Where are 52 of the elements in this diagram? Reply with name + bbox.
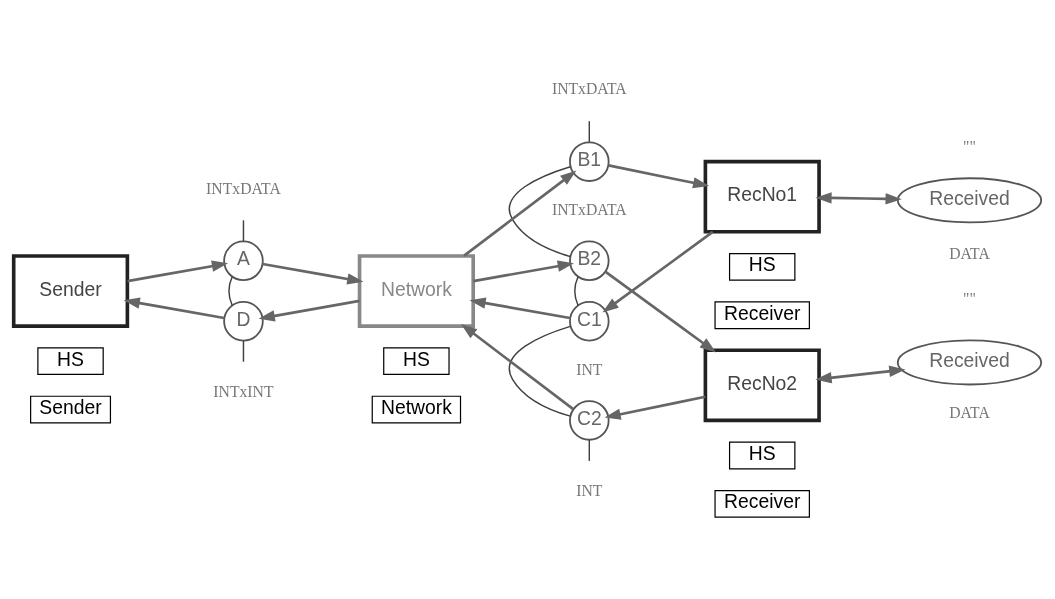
node-circle: C1 <box>569 301 610 342</box>
node-circle: A <box>223 240 264 282</box>
node-label: INTxDATA <box>206 179 281 197</box>
node-box: HS <box>37 347 104 376</box>
node-box: HS <box>383 347 450 376</box>
connector <box>588 120 591 143</box>
connector <box>242 340 245 363</box>
arrow <box>127 260 229 283</box>
node-box: HS <box>728 441 796 470</box>
node-ellipse: Received <box>896 339 1043 386</box>
connector <box>508 325 571 417</box>
node-label: DATA <box>949 404 990 422</box>
node-label: INT <box>576 360 603 378</box>
arrow <box>460 323 574 411</box>
arrow <box>258 299 360 322</box>
node-box: Receiver <box>714 301 810 330</box>
arrow <box>262 262 364 285</box>
connector <box>574 276 579 306</box>
node-circle: B1 <box>569 141 610 182</box>
node-box: Network <box>357 254 476 328</box>
arrow <box>602 230 714 313</box>
arrow <box>469 297 571 320</box>
node-circle: C2 <box>569 400 610 441</box>
arrow <box>815 192 902 205</box>
node-circle: B2 <box>569 240 610 282</box>
node-ellipse: Received <box>896 177 1043 224</box>
node-label: INTxDATA <box>551 80 627 98</box>
arrow <box>604 395 706 420</box>
arrow <box>608 164 710 189</box>
arrow <box>604 270 717 353</box>
connector <box>588 439 591 462</box>
node-circle: D <box>223 301 264 342</box>
node-box: HS <box>728 252 796 281</box>
node-box: Receiver <box>714 489 810 518</box>
node-box: Sender <box>30 395 112 424</box>
node-label: "" <box>963 138 976 156</box>
connector <box>242 219 245 242</box>
arrow <box>123 297 225 320</box>
node-box: RecNo2 <box>703 348 821 423</box>
node-label: INT <box>576 481 603 499</box>
node-label: DATA <box>949 244 990 262</box>
node-box: RecNo1 <box>703 159 821 234</box>
arrow <box>463 170 577 257</box>
node-box: Network <box>371 395 462 424</box>
node-label: INTxDATA <box>551 201 627 219</box>
connector <box>508 166 571 258</box>
arrow <box>473 260 574 283</box>
arrow <box>815 365 906 384</box>
node-label: "" <box>963 289 976 307</box>
connector <box>228 276 233 306</box>
node-label: INTxINT <box>213 382 274 400</box>
node-box: Sender <box>11 254 130 328</box>
